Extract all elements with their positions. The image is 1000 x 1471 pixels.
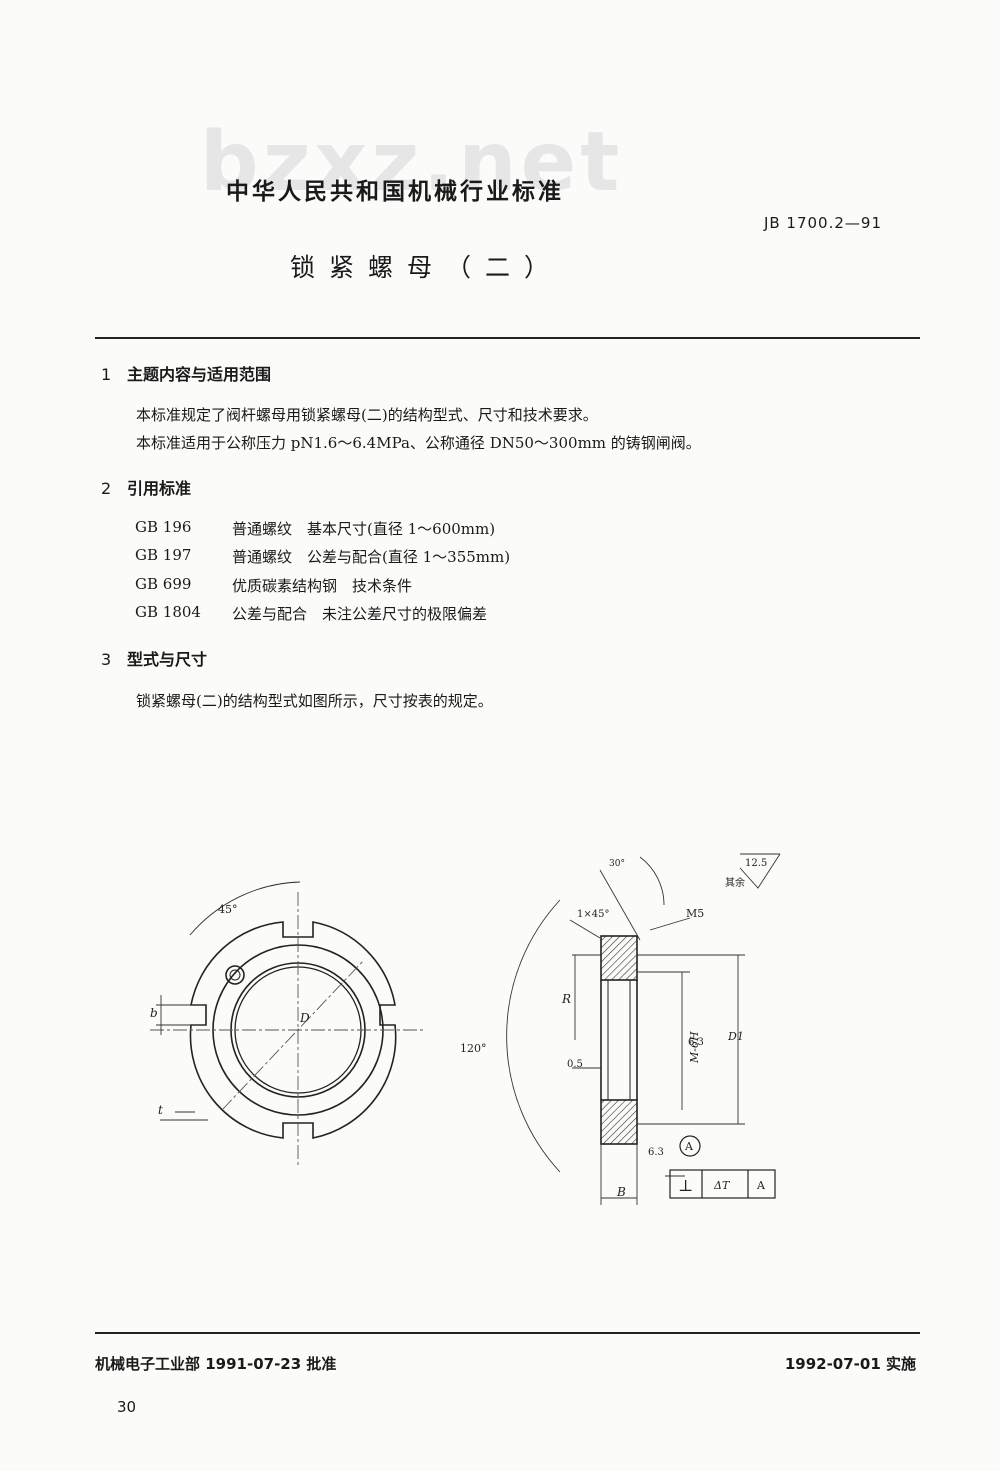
reference-code: GB 197 bbox=[135, 546, 192, 564]
paragraph: 本标准规定了阀杆螺母用锁紧螺母(二)的结构型式、尺寸和技术要求。 bbox=[136, 406, 598, 424]
section-view bbox=[600, 935, 638, 1145]
reference-code: GB 196 bbox=[135, 518, 192, 536]
chamfer-label: 1×45° bbox=[577, 909, 609, 920]
roughness-bore-label: 6.3 bbox=[688, 1037, 704, 1048]
width-B-label: B bbox=[616, 1185, 626, 1199]
front-view-centerlines bbox=[150, 892, 425, 1165]
tolerance-frame bbox=[669, 1135, 776, 1199]
roughness-value-label: 12.5 bbox=[745, 858, 767, 869]
section-title: 引用标准 bbox=[127, 479, 192, 498]
section-view-dimensions bbox=[506, 853, 781, 1205]
header-rule bbox=[95, 337, 920, 339]
angle-30-label: 30° bbox=[609, 859, 625, 869]
watermark: bzxz.net bbox=[200, 115, 624, 210]
section-1-heading: 1 主题内容与适用范围 bbox=[101, 361, 271, 385]
perpendicularity-symbol: ⊥ bbox=[678, 1176, 693, 1195]
section-title: 型式与尺寸 bbox=[127, 650, 208, 669]
frame-datum-label: A bbox=[756, 1179, 766, 1192]
section-number: 1 bbox=[101, 365, 112, 384]
thread-m5-label: M5 bbox=[686, 907, 704, 920]
reference-title: 公差与配合 未注公差尺寸的极限偏差 bbox=[232, 605, 488, 623]
reference-title: 普通螺纹 基本尺寸(直径 1～600mm) bbox=[232, 520, 496, 538]
pin-hole-inner bbox=[229, 969, 241, 981]
reference-title: 普通螺纹 公差与配合(直径 1～355mm) bbox=[232, 548, 511, 566]
roughness-face-label: 6.3 bbox=[648, 1147, 664, 1158]
slot-width-b-label: b bbox=[150, 1006, 158, 1020]
section-3-heading: 3 型式与尺寸 bbox=[101, 646, 207, 670]
diameter-D-label: D bbox=[299, 1011, 310, 1025]
reference-title: 优质碳素结构钢 技术条件 bbox=[232, 577, 413, 595]
angle-120-label: 120° bbox=[460, 1042, 487, 1055]
offset-0-5-label: 0.5 bbox=[567, 1059, 583, 1070]
reference-code: GB 699 bbox=[135, 575, 192, 593]
thread-m6h-label: M-6H bbox=[688, 1031, 701, 1064]
angle-45-label: 45° bbox=[218, 903, 238, 916]
footer-rule bbox=[95, 1332, 920, 1334]
slot-depth-t-label: t bbox=[158, 1103, 163, 1117]
pin-hole bbox=[225, 965, 245, 985]
radius-R-label: R bbox=[561, 992, 571, 1006]
effective-date: 1992-07-01 实施 bbox=[784, 1355, 916, 1373]
diameter-D1-label: D1 bbox=[727, 1030, 744, 1043]
standard-code: JB 1700.2—91 bbox=[763, 214, 882, 232]
page-number: 30 bbox=[117, 1398, 137, 1416]
organization-title: 中华人民共和国机械行业标准 bbox=[226, 179, 564, 205]
outer-contour-with-slots bbox=[189, 921, 397, 1139]
section-number: 3 bbox=[101, 650, 112, 669]
section-2-heading: 2 引用标准 bbox=[101, 475, 191, 499]
section-number: 2 bbox=[101, 479, 112, 498]
paragraph: 锁紧螺母(二)的结构型式如图所示，尺寸按表的规定。 bbox=[136, 692, 493, 710]
tolerance-label: ΔT bbox=[713, 1179, 731, 1192]
paragraph: 本标准适用于公称压力 pN1.6～6.4MPa、公称通径 DN50～300mm … bbox=[136, 434, 701, 452]
section-title: 主题内容与适用范围 bbox=[127, 365, 272, 384]
front-view-dimensions bbox=[156, 881, 301, 1121]
document-title: 锁紧螺母（二） bbox=[290, 253, 564, 282]
datum-A-label: A bbox=[684, 1140, 694, 1153]
approval-info: 机械电子工业部 1991-07-23 批准 bbox=[95, 1355, 337, 1373]
roughness-rest-label: 其余 bbox=[725, 876, 745, 889]
reference-code: GB 1804 bbox=[135, 603, 201, 621]
